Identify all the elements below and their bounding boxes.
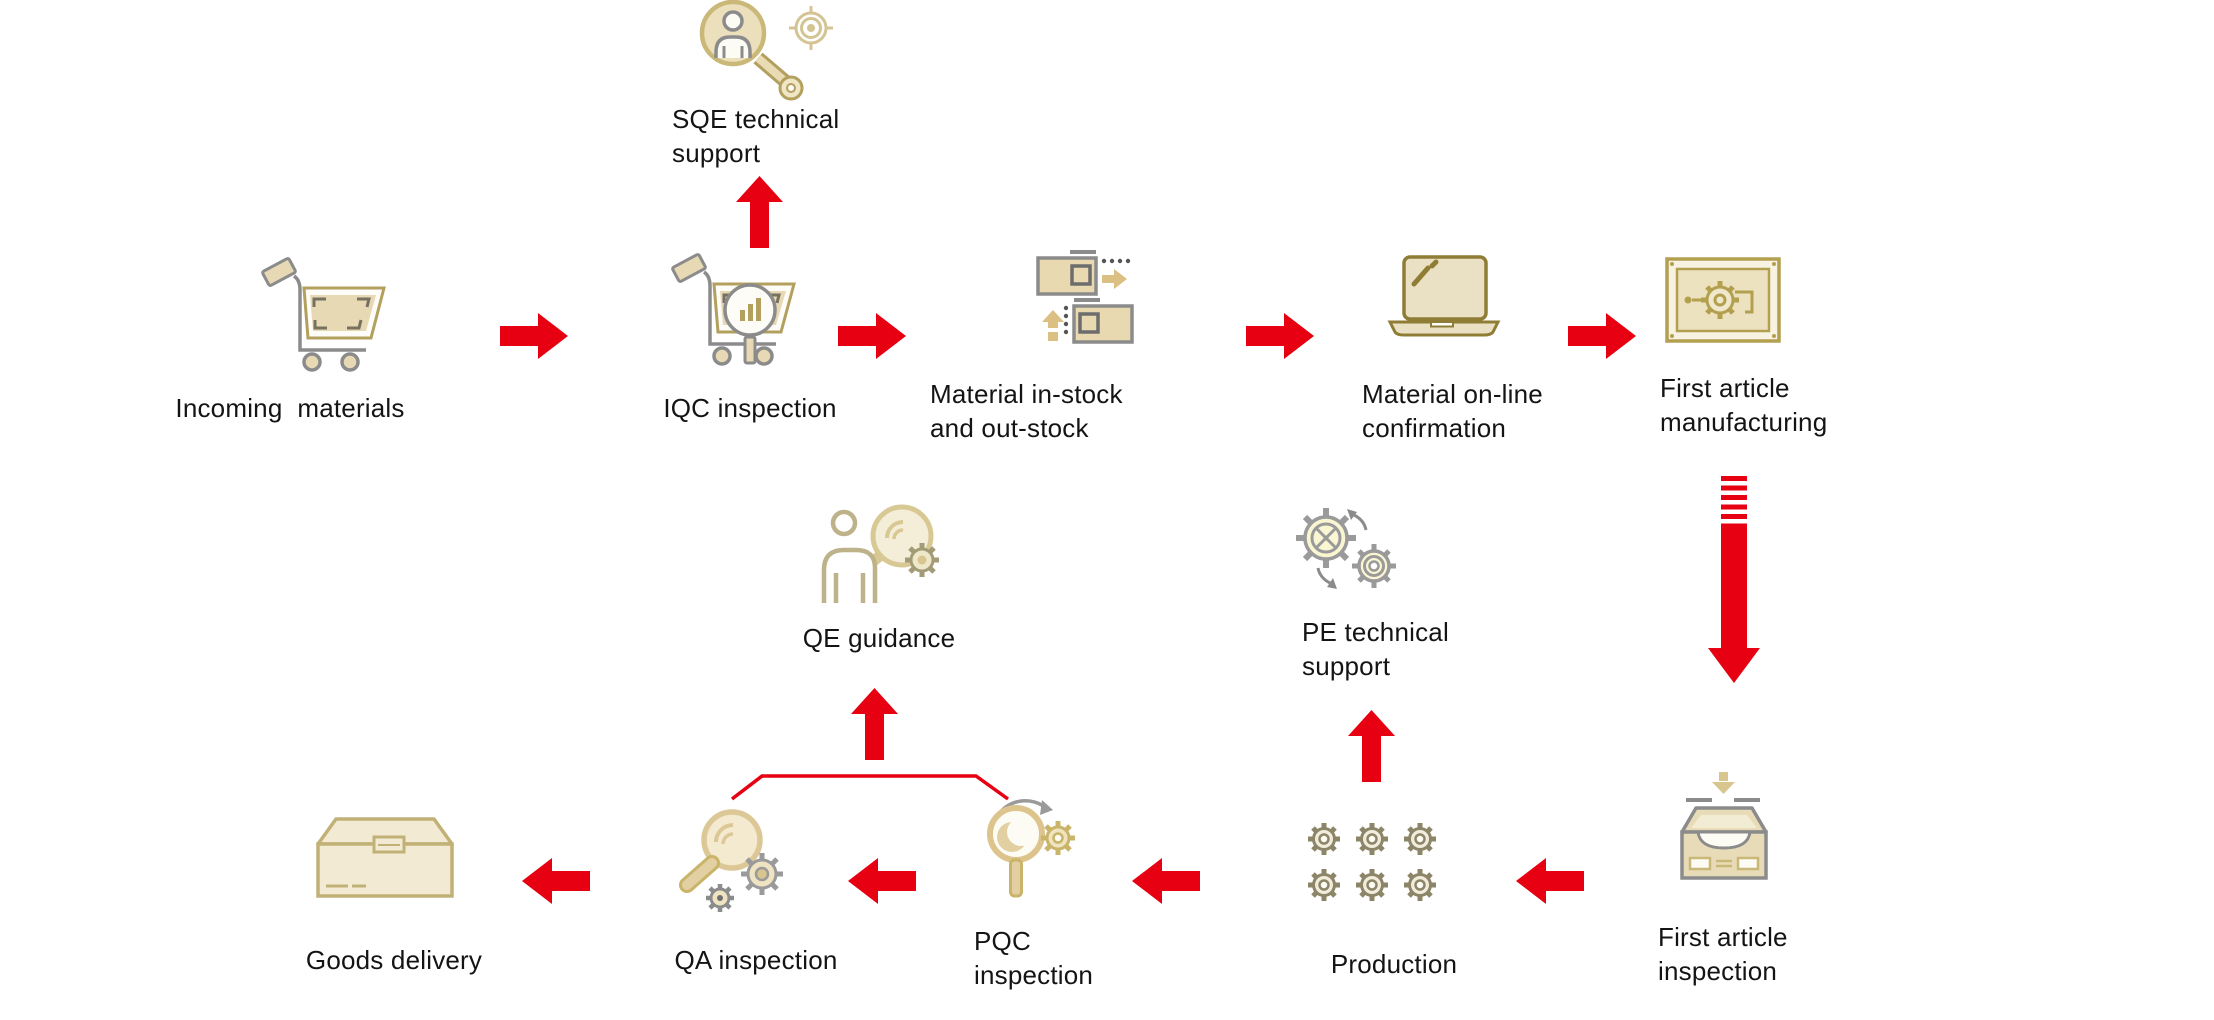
arrow-right-iqc-to-instock <box>838 313 906 359</box>
arrow-up-bracket-to-qe <box>851 688 898 760</box>
delivery-box-icon <box>316 817 454 898</box>
label-production: Production <box>1330 949 1458 979</box>
arrow-right-online-to-famfg <box>1568 313 1636 359</box>
arrow-down-striped-famfg-to-fainsp <box>1708 476 1760 683</box>
label-first-article-manufacturing: First article manufacturing <box>1660 373 1828 437</box>
label-incoming-materials: Incoming materials <box>175 393 405 423</box>
label-first-article-inspection: First article inspection <box>1658 922 1788 986</box>
person-magnifier-target-icon <box>699 0 833 101</box>
laptop-icon <box>1387 255 1501 337</box>
arrow-up-iqc-to-sqe <box>736 176 783 248</box>
label-qe-guidance: QE guidance <box>802 623 956 653</box>
bracket-pqc-qa-to-qe <box>730 774 1010 801</box>
cart-magnifier-icon <box>671 253 796 366</box>
arrow-left-fainsp-to-production <box>1516 858 1584 904</box>
arrow-left-qa-to-goods <box>522 858 590 904</box>
gears-grid-icon <box>1300 814 1448 910</box>
label-pqc-inspection: PQC inspection <box>974 926 1094 990</box>
two-gears-arrows-icon <box>1296 508 1396 589</box>
arrow-right-instock-to-online <box>1246 313 1314 359</box>
arrow-left-production-to-pqc <box>1132 858 1200 904</box>
circuit-board-gear-icon <box>1665 257 1781 343</box>
magnifier-refresh-gear-icon <box>987 799 1075 898</box>
shopping-cart-icon <box>261 257 386 372</box>
arrow-right-incoming-to-iqc <box>500 313 568 359</box>
label-qa-inspection: QA inspection <box>674 945 838 975</box>
person-magnifier-gear-icon <box>821 504 939 603</box>
label-sqe-technical-support: SQE technical support <box>672 104 840 168</box>
label-material-online-confirmation: Material on-line confirmation <box>1362 379 1543 443</box>
boxes-transfer-icon <box>1036 250 1134 344</box>
inbox-tray-icon <box>1680 772 1768 880</box>
arrow-left-pqc-to-qa <box>848 858 916 904</box>
label-pe-technical-support: PE technical support <box>1302 617 1449 681</box>
arrow-up-production-to-pe <box>1348 710 1395 782</box>
label-goods-delivery: Goods delivery <box>305 945 483 975</box>
magnifier-gears-icon <box>679 809 783 912</box>
label-material-in-out-stock: Material in-stock and out-stock <box>930 379 1123 443</box>
label-iqc-inspection: IQC inspection <box>663 393 837 423</box>
